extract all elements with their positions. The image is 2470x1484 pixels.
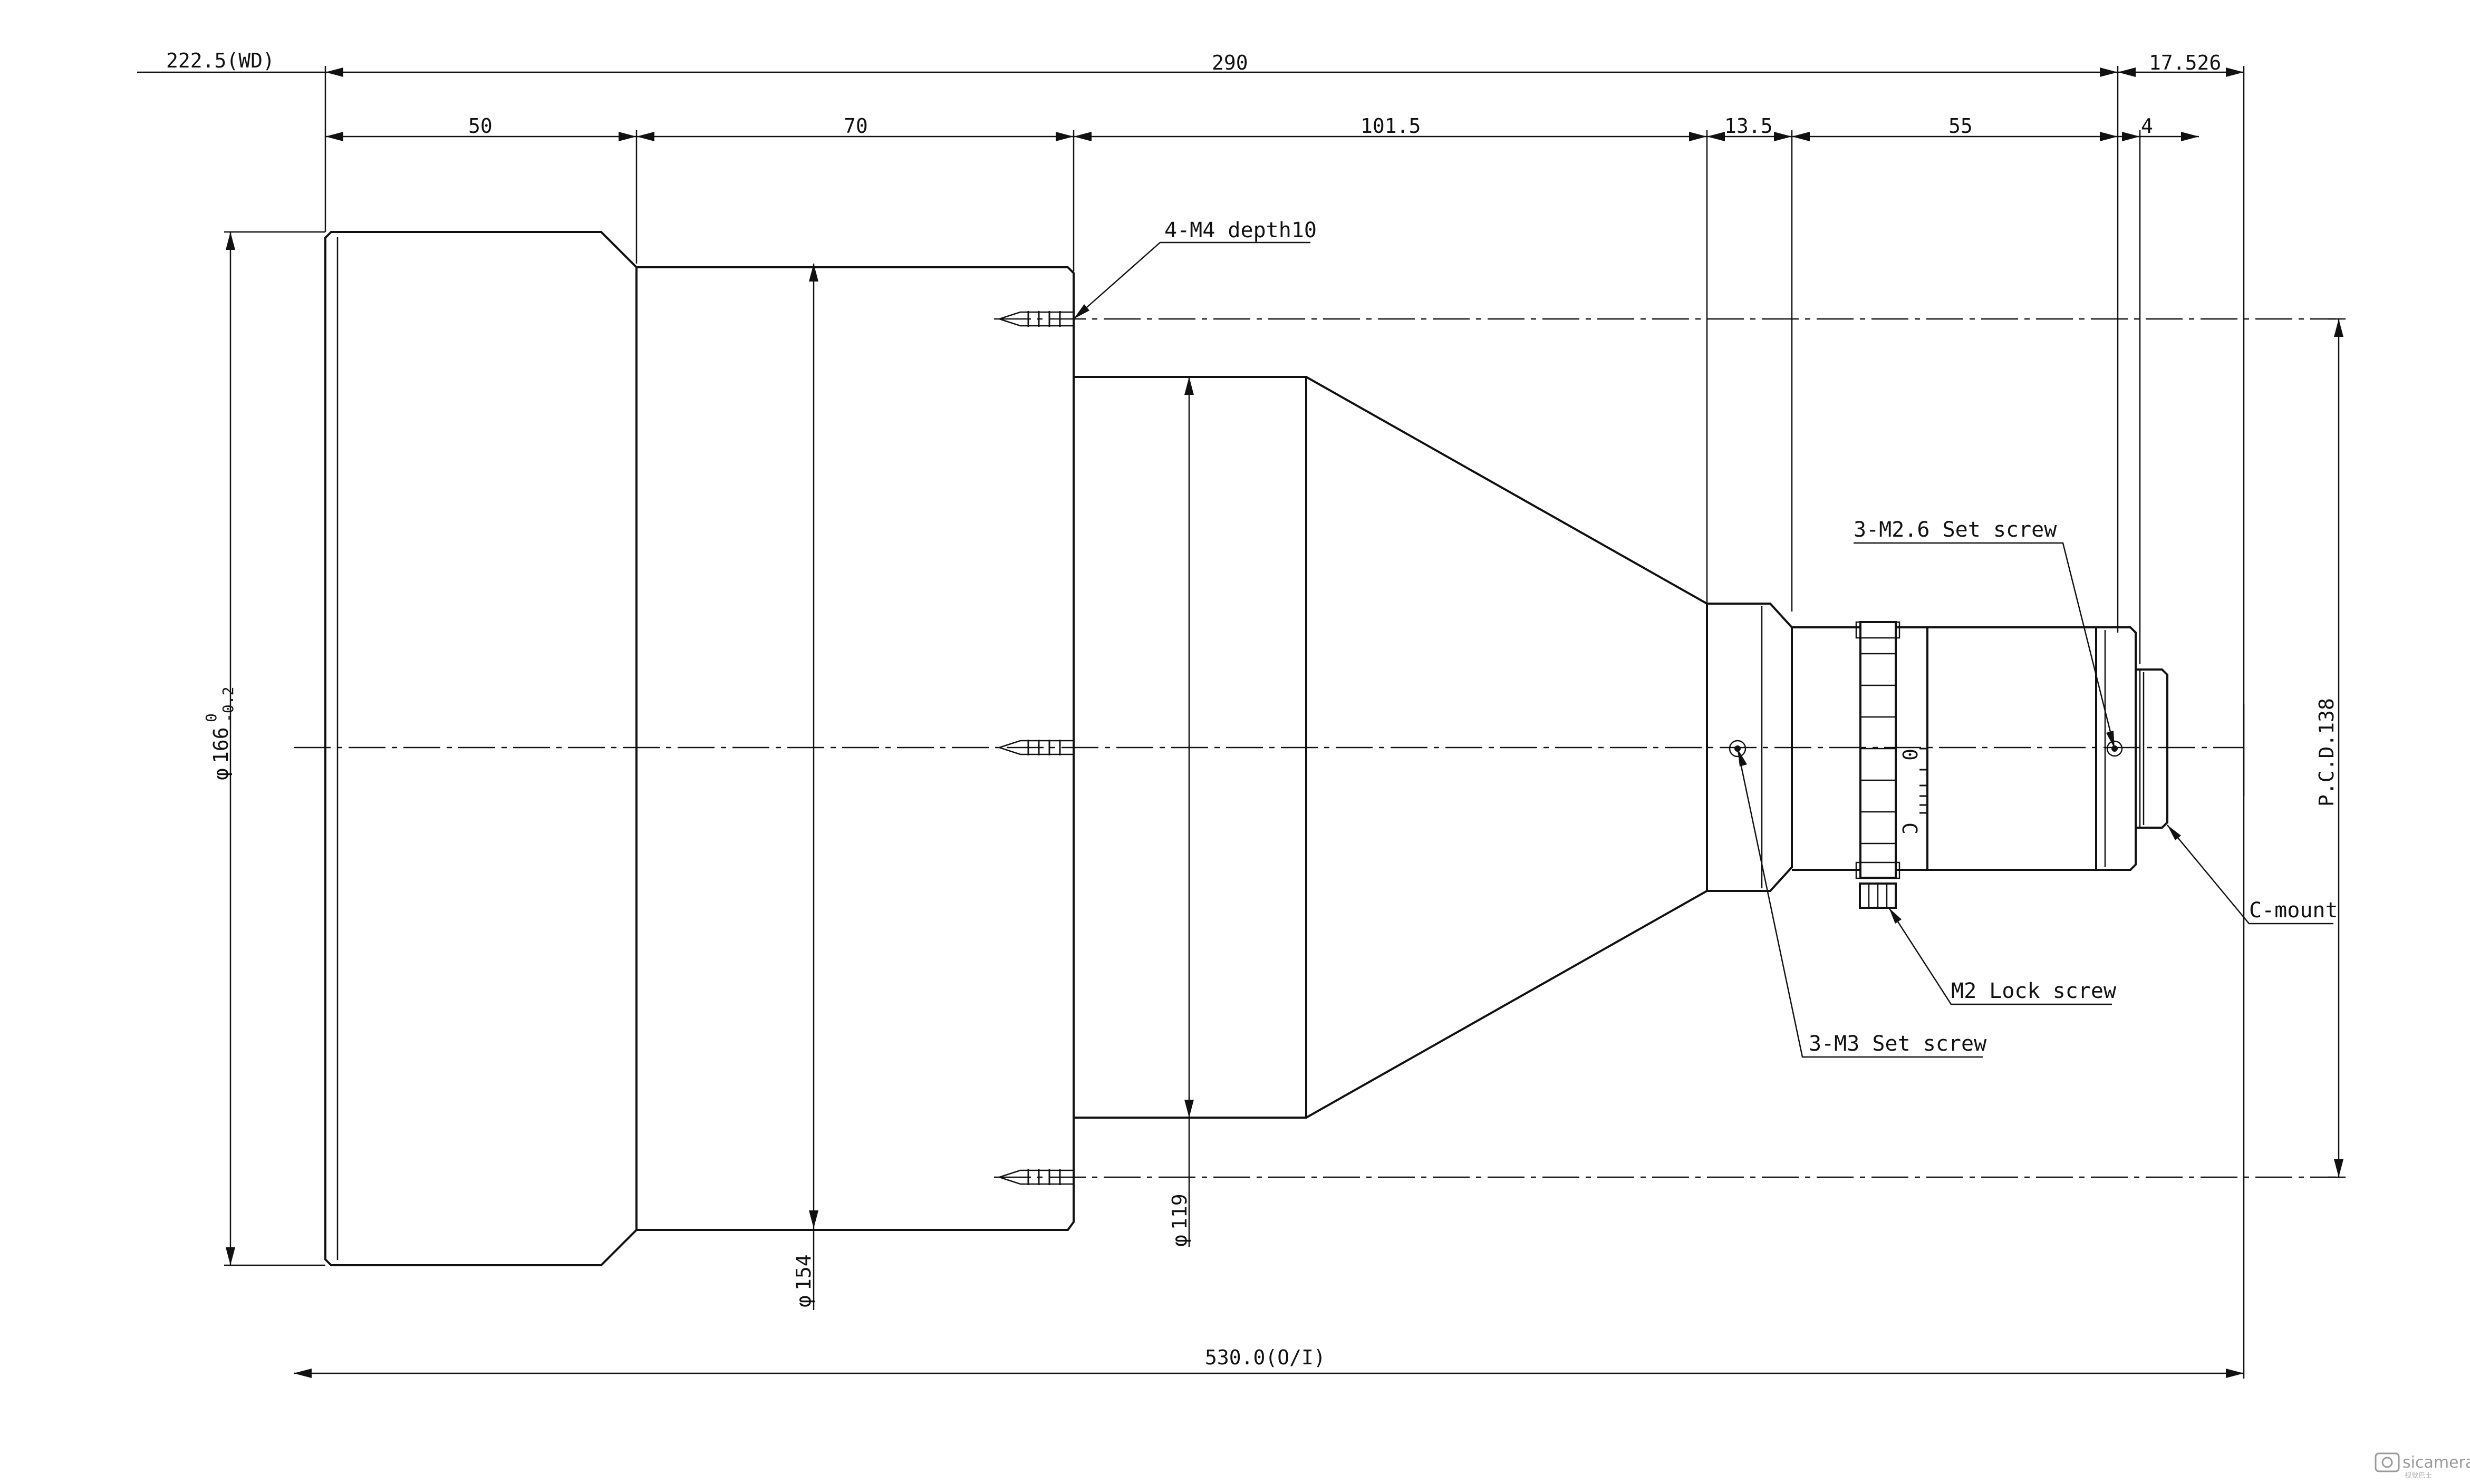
focus-ring — [1855, 621, 1900, 879]
scale-ring: 0 C — [1896, 626, 1928, 871]
callout-tapped-holes: 4-M4 depth10 — [1164, 218, 1317, 243]
label-total-oi: 530.0(O/I) — [1205, 1346, 1326, 1369]
dia-symbol: φ — [209, 768, 233, 780]
label-seg-1: 50 — [468, 114, 493, 138]
collar — [1706, 603, 1793, 892]
dia-symbol: φ — [792, 1295, 815, 1307]
dia-119-value: 119 — [1168, 1194, 1191, 1230]
center-lines — [294, 318, 2336, 1178]
label-dia-119: φ 119 — [1168, 1194, 1191, 1247]
ring-mark-zero: 0 — [1898, 749, 1921, 761]
label-seg-5: 55 — [1948, 114, 1973, 138]
callout-set-screw-m26: 3-M2.6 Set screw — [1854, 518, 2057, 542]
rear-flange — [2095, 626, 2137, 871]
label-working-distance: 222.5(WD) — [166, 49, 275, 72]
dia-symbol: φ — [1168, 1235, 1191, 1247]
dimension-labels: 222.5(WD) 290 17.526 50 70 101.5 13.5 55… — [166, 49, 2338, 1369]
callout-set-screw-m3: 3-M3 Set screw — [1809, 1032, 1987, 1056]
label-back-flange: 17.526 — [2149, 51, 2221, 74]
m2-lock-screw — [1859, 877, 1897, 909]
label-overall-length: 290 — [1212, 51, 1248, 74]
flange-plate — [1074, 376, 1307, 1119]
callout-labels: 4-M4 depth10 3-M2.6 Set screw 3-M3 Set s… — [1164, 218, 2338, 1056]
callout-lock-screw: M2 Lock screw — [1951, 979, 2117, 1003]
ring-mark-c: C — [1898, 822, 1921, 835]
focus-body — [1792, 626, 1861, 871]
dimension-lines — [137, 66, 2245, 1379]
dia-166-tol-upper: 0 — [202, 713, 220, 722]
watermark: sicamera 视觉巴士 — [2375, 1452, 2470, 1480]
label-dia-154: φ 154 — [792, 1254, 815, 1307]
callout-c-mount: C-mount — [2249, 898, 2338, 923]
tapped-hole-center — [997, 740, 1074, 755]
watermark-brand: sicamera — [2403, 1453, 2470, 1472]
label-seg-2: 70 — [844, 114, 868, 138]
rear-barrel — [1927, 626, 2097, 871]
dia-166-tol-lower: -0.2 — [219, 687, 237, 722]
tapped-hole-bottom — [997, 1169, 1074, 1185]
label-seg-4: 13.5 — [1724, 114, 1773, 138]
c-mount-thread — [2136, 668, 2168, 829]
dia-154-value: 154 — [792, 1254, 815, 1291]
leader-lines — [1073, 241, 2333, 1058]
watermark-sub: 视觉巴士 — [2405, 1472, 2432, 1480]
diameter-dimensions — [224, 231, 2346, 1310]
label-seg-3: 101.5 — [1361, 114, 1421, 138]
label-pcd: P.C.D.138 — [2315, 698, 2338, 807]
label-dia-166: φ 166 0 -0.2 — [202, 687, 237, 780]
dia-166-value: 166 — [209, 727, 233, 763]
mid-barrel — [635, 266, 1075, 1231]
label-seg-6: 4 — [2141, 114, 2153, 138]
lens-body: 0 C — [324, 231, 2245, 1266]
tapped-hole-top — [997, 311, 1074, 327]
camera-logo-icon — [2375, 1452, 2400, 1472]
front-barrel — [324, 231, 638, 1266]
